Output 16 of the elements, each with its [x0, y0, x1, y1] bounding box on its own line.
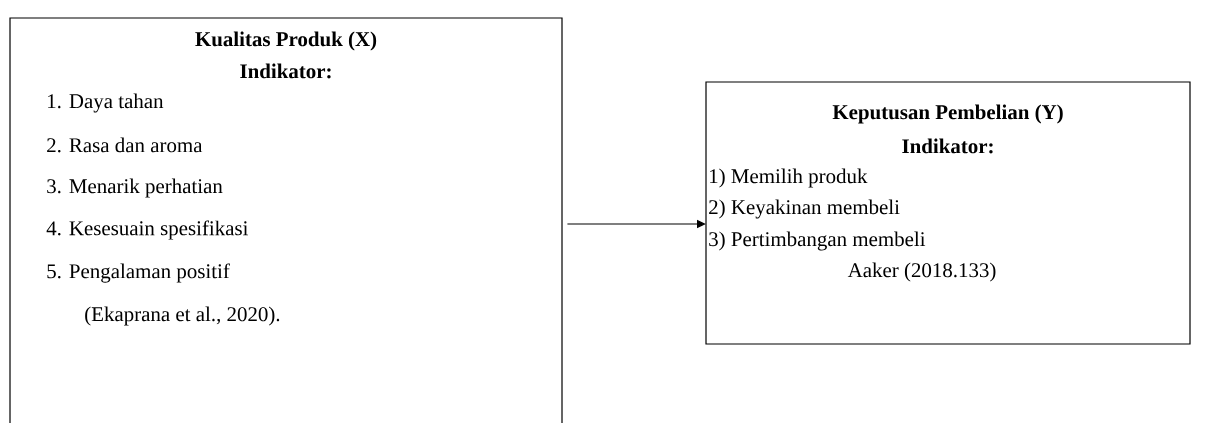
indicator-box [9, 17, 563, 423]
list-item: 3) Pertimbangan membeli [709, 231, 926, 251]
list-item: 1) Memilih produk [710, 168, 868, 188]
list-item: 3. Menarik perhatian [47, 178, 223, 198]
box-heading: Keputusan Pembelian (Y) [832, 104, 1063, 124]
box-heading: Kualitas Produk (X) [195, 31, 377, 51]
list-item: 4. Kesesuain spesifikasi [46, 220, 248, 240]
box-heading: Indikator: [240, 63, 331, 79]
indicator-box [705, 81, 1191, 345]
citation-text: (Ekaprana et al., 2020). [85, 306, 280, 326]
list-item: 5. Pengalaman positif [47, 263, 230, 283]
list-item: 1. Daya tahan [48, 93, 164, 113]
citation-text: Aaker (2018.133) [847, 262, 996, 282]
list-item: 2. Rasa dan aroma [47, 137, 203, 153]
box-heading: Indikator: [902, 138, 993, 154]
list-item: 2) Keyakinan membeli [709, 199, 900, 219]
